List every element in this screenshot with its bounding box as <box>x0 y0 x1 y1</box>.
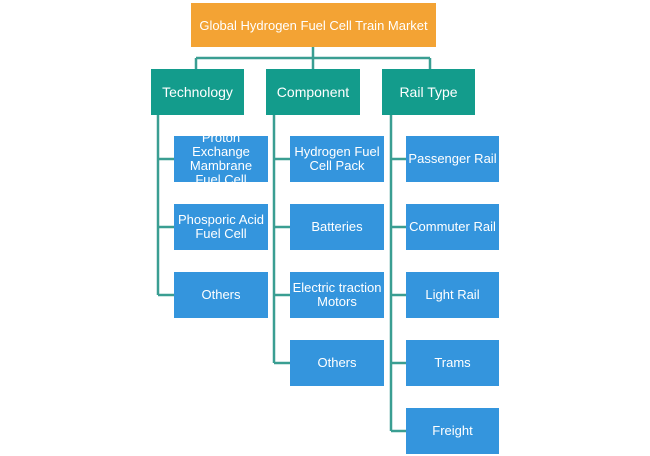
component-item-fuel-cell-pack: Hydrogen Fuel Cell Pack <box>290 136 384 182</box>
component-item-batteries: Batteries <box>290 204 384 250</box>
leaf-label: Others <box>317 355 357 370</box>
leaf-label: Passenger Rail <box>408 151 497 166</box>
leaf-label: Trams <box>434 355 471 370</box>
technology-item-phosphoric-acid: Phosporic Acid Fuel Cell <box>174 204 268 250</box>
rail-item-commuter: Commuter Rail <box>406 204 499 250</box>
leaf-label: Batteries <box>311 219 363 234</box>
leaf-label: Others <box>201 287 241 302</box>
category-component: Component <box>266 69 360 115</box>
category-rail-type: Rail Type <box>382 69 475 115</box>
rail-item-light-rail: Light Rail <box>406 272 499 318</box>
leaf-label: Proton Exchange Mambrane Fuel Cell <box>189 136 253 182</box>
category-label: Technology <box>162 84 233 100</box>
category-label: Rail Type <box>399 84 458 100</box>
rail-item-trams: Trams <box>406 340 499 386</box>
root-node: Global Hydrogen Fuel Cell Train Market <box>191 3 436 47</box>
rail-item-freight: Freight <box>406 408 499 454</box>
technology-item-pem-fuel-cell: Proton Exchange Mambrane Fuel Cell <box>174 136 268 182</box>
leaf-label: Freight <box>432 423 473 438</box>
component-item-traction-motors: Electric traction Motors <box>290 272 384 318</box>
leaf-label: Hydrogen Fuel Cell Pack <box>294 144 380 173</box>
root-title: Global Hydrogen Fuel Cell Train Market <box>199 17 428 33</box>
category-technology: Technology <box>151 69 244 115</box>
category-label: Component <box>276 84 350 100</box>
rail-item-passenger: Passenger Rail <box>406 136 499 182</box>
leaf-label: Phosporic Acid Fuel Cell <box>178 212 264 241</box>
leaf-label: Commuter Rail <box>409 219 496 234</box>
technology-item-others: Others <box>174 272 268 318</box>
component-item-others: Others <box>290 340 384 386</box>
leaf-label: Electric traction Motors <box>292 280 382 309</box>
leaf-label: Light Rail <box>425 287 480 302</box>
